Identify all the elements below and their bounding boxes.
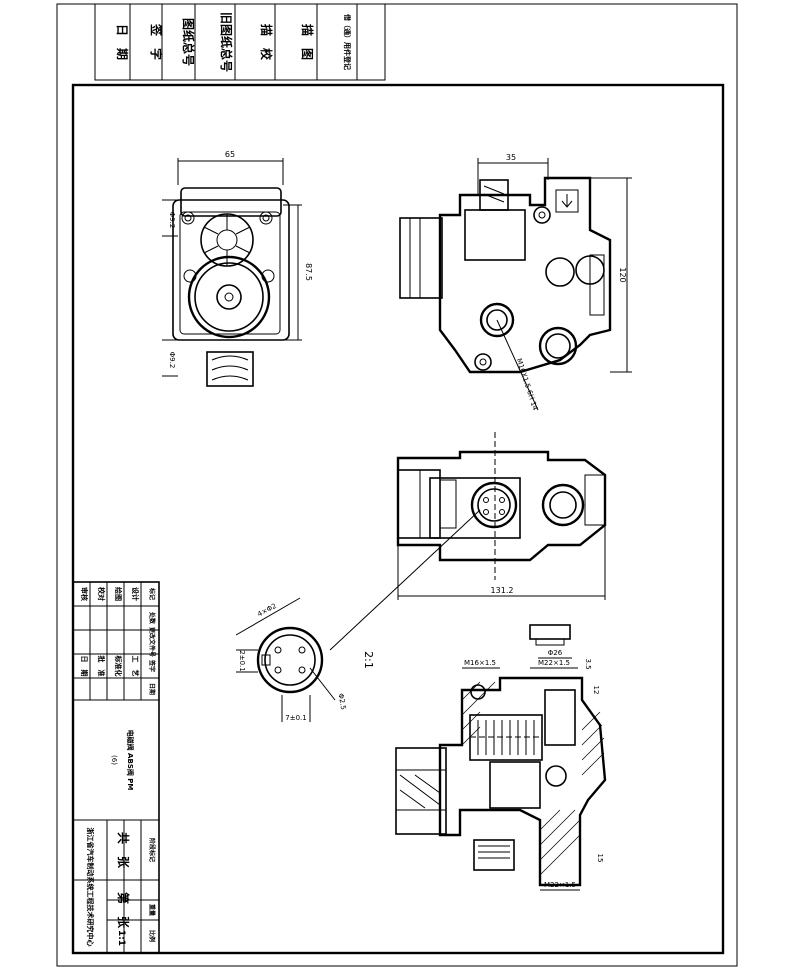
rev-label-sign: 签 字 <box>149 23 164 60</box>
tb-header-sign: 签字 <box>148 659 156 672</box>
tb-weight-label: 重量 <box>148 904 156 916</box>
tb-review: 审核 <box>80 587 89 601</box>
tb-stage-label: 阶段标记 <box>148 838 156 862</box>
tb-company: 浙江省汽车制动系统工程技术研究中心 <box>86 828 95 947</box>
dim-detail-2: 2±0.1 <box>238 650 246 671</box>
dim-87-5: 87.5 <box>304 263 313 281</box>
dim-3-5: 3.5 <box>584 658 592 669</box>
dim-65: 65 <box>225 150 235 159</box>
tb-scale-label: 比例 <box>148 930 156 942</box>
tb-sheet-no: 第 张 <box>116 892 131 929</box>
tb-header-mark: 标记 <box>148 587 156 600</box>
tb-date: 日 期 <box>80 656 89 677</box>
rev-label-date: 日 期 <box>115 24 130 60</box>
dim-35: 35 <box>506 153 516 162</box>
tb-total-sheets: 共 张 <box>116 832 131 869</box>
dim-m22-top: M22×1.5 <box>538 659 570 667</box>
rev-label-trace-check: 描 校 <box>259 24 274 61</box>
rev-label-old-drawing-no: 旧图纸总号 <box>219 12 234 72</box>
side-view: 35 120 M16X1.5-6H 14 <box>399 153 632 412</box>
tb-check: 校对 <box>97 587 106 601</box>
tb-part-sub: (6) <box>110 755 118 765</box>
section-view: M16×1.5 M22×1.5 Φ26 3.5 12 15 M22×1.5 <box>395 624 607 891</box>
tb-part-name: 电磁阀 ABS阀 PM <box>126 730 135 791</box>
front-view: 65 87.5 Φ9.2 Φ9.2 <box>162 150 313 387</box>
dim-m16: M16×1.5 <box>464 659 496 667</box>
drawing-frame <box>71 83 725 955</box>
dim-m22-bottom: M22×1.5 <box>544 881 576 889</box>
tb-drawing: 绘图 <box>114 587 123 601</box>
title-block: 标记 处数 更改文件号 签字 日期 设计 工 艺 绘图 标准化 校对 批 准 审… <box>72 581 160 954</box>
detail-view: 4×Φ2 2±0.1 7±0.1 Φ2.5 2:1 <box>235 597 375 722</box>
tb-header-date: 日期 <box>148 683 156 695</box>
dim-detail-phi-2-5: Φ2.5 <box>337 693 348 711</box>
dim-detail-7: 7±0.1 <box>285 714 306 722</box>
tb-design: 设计 <box>131 587 140 601</box>
dim-15: 15 <box>596 854 604 863</box>
rev-label-borrowed: 借（通）用件登记 <box>343 13 352 70</box>
dim-131-2: 131.2 <box>491 586 514 595</box>
tb-standard: 标准化 <box>114 655 123 677</box>
dim-phi-9-2-bottom: Φ9.2 <box>168 352 176 369</box>
dim-phi-26: Φ26 <box>548 649 563 657</box>
rev-label-drawing-no: 图纸总号 <box>181 18 196 66</box>
revision-block: 日 期 签 字 图纸总号 旧图纸总号 描 校 描 图 借（通）用件登记 <box>94 3 386 81</box>
rev-label-trace: 描 图 <box>300 24 315 60</box>
middle-view: 131.2 <box>329 432 607 651</box>
tb-header-count: 处数 <box>148 611 156 625</box>
dim-phi-9-2-top: Φ9.2 <box>168 212 176 229</box>
detail-scale: 2:1 <box>362 651 375 669</box>
tb-header-change: 更改文件号 <box>148 627 156 657</box>
tb-scale: 1:1 <box>116 930 126 946</box>
dim-12: 12 <box>592 686 600 695</box>
sheet-border <box>56 3 738 967</box>
tb-approve: 批 准 <box>97 656 106 677</box>
tb-process: 工 艺 <box>131 656 140 677</box>
dim-detail-4x: 4×Φ2 <box>256 602 278 619</box>
dim-port-thread: M16X1.5-6H 14 <box>515 357 540 412</box>
dim-120: 120 <box>618 267 627 282</box>
